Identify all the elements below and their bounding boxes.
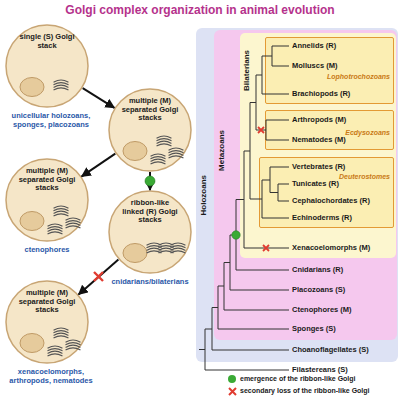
taxon-label: Arthropods (M): [292, 115, 346, 125]
taxon-label: Ctenophores (M): [292, 305, 352, 315]
cell-membrane: [6, 159, 88, 241]
loss-cross: [229, 388, 236, 395]
node-text: multiple (M) separated Golgi stacks: [18, 289, 76, 315]
cell-nucleus: [123, 244, 147, 263]
cell-node: single (S) Golgi stackunicellular holozo…: [5, 24, 89, 108]
emergence-dot: [232, 231, 240, 239]
taxon-label: Molluscs (M): [292, 61, 337, 71]
golgi-stack: [48, 328, 80, 356]
taxon-label: Vertebrates (R): [292, 162, 345, 172]
golgi-stack: [48, 206, 80, 234]
taxon-label: Xenacoelomorphs (M): [292, 243, 370, 253]
cell-node: ribbon-like linked (R) Golgi stackscnida…: [108, 190, 192, 274]
taxon-label: Tunicates (R): [292, 179, 339, 189]
diagram-title: Golgi complex organization in animal evo…: [0, 3, 400, 17]
node-text: Holozoans: [199, 175, 208, 215]
node-text: Deuterostomes: [339, 173, 390, 181]
node-text: multiple (M) separated Golgi stacks: [121, 97, 179, 123]
taxon-label: Annelids (R): [292, 41, 336, 51]
taxon-label: Placozoans (S): [292, 285, 345, 295]
cell-nucleus: [20, 334, 44, 353]
taxon-label: Choanoflagellates (S): [292, 345, 369, 355]
node-text: Bilaterians: [242, 50, 251, 91]
node-text: multiple (M) separated Golgi stacks: [18, 167, 76, 193]
node-caption: cnidarians/bilaterians: [100, 277, 200, 286]
loss-cross: [258, 127, 264, 133]
cell-node: multiple (M) separated Golgi stacksxenac…: [5, 280, 89, 364]
golgi-stack: [147, 243, 185, 253]
legend-cross: [228, 387, 237, 396]
node-text: Ecdysozoans: [345, 129, 390, 137]
cell-nucleus: [123, 142, 147, 161]
taxon-label: Echinoderms (R): [292, 213, 352, 223]
tree-branches: [199, 46, 289, 370]
golgi-stack: [151, 136, 183, 164]
emergence-dot: [145, 176, 155, 186]
legend-text: secondary loss of the ribbon-like Golgi: [240, 386, 370, 396]
node-caption: unicellular holozoans, sponges, placozoa…: [1, 111, 101, 129]
cell-nucleus: [20, 78, 44, 97]
cell-membrane: [109, 191, 191, 273]
flow-arrow: [82, 154, 116, 177]
node-text: Lophotrochozoans: [327, 73, 390, 81]
loss-cross: [94, 272, 103, 281]
node-caption: ctenophores: [2, 245, 92, 254]
node-text: single (S) Golgi stack: [18, 33, 76, 50]
loss-cross: [263, 245, 269, 251]
cell-node: multiple (M) separated Golgi stacks: [108, 88, 192, 172]
golgi-stack: [54, 80, 68, 90]
legend-text: emergence of the ribbon-like Golgi: [240, 374, 356, 384]
cell-membrane: [6, 25, 88, 107]
taxon-label: Cnidarians (R): [292, 265, 343, 275]
flow-arrow: [83, 88, 115, 108]
cell-membrane: [6, 281, 88, 363]
node-text: ribbon-like linked (R) Golgi stacks: [119, 199, 181, 225]
taxon-label: Filastereans (S): [292, 365, 348, 375]
taxon-label: Brachiopods (R): [292, 89, 350, 99]
flow-arrow: [79, 260, 119, 295]
node-text: Metazoans: [217, 130, 226, 171]
taxon-label: Sponges (S): [292, 324, 336, 334]
flow-arrow: [149, 172, 151, 190]
taxon-label: Cephalochordates (R): [292, 196, 370, 206]
legend-swatch: [228, 375, 236, 383]
cell-membrane: [109, 89, 191, 171]
node-caption: xenacoelomorphs, arthropods, nematodes: [3, 367, 99, 385]
cell-node: multiple (M) separated Golgi stackscteno…: [5, 158, 89, 242]
cell-nucleus: [20, 212, 44, 231]
taxon-label: Nematodes (M): [292, 135, 346, 145]
